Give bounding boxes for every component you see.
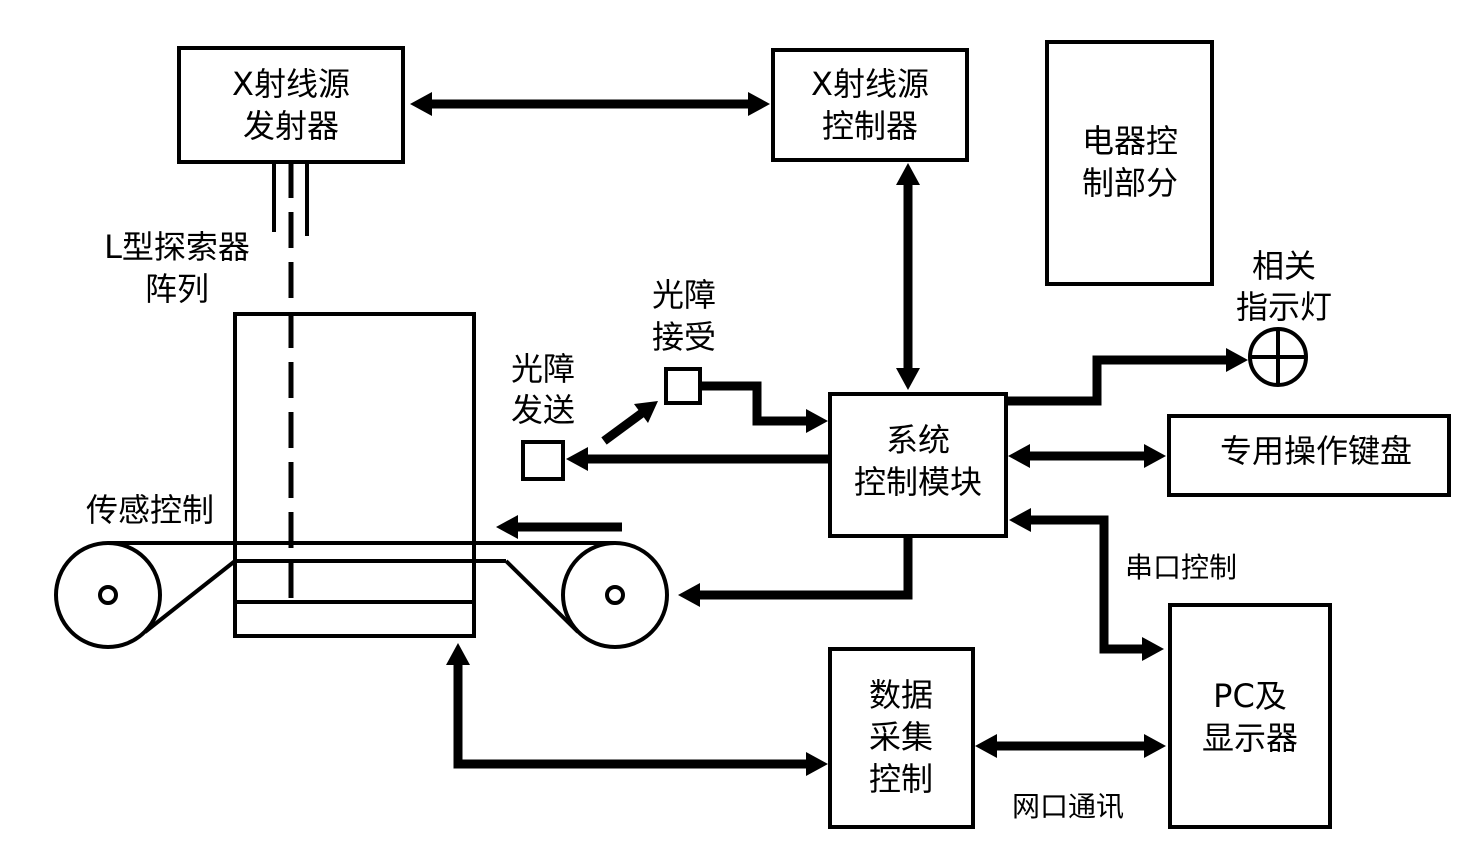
xray-controller-label-1: X射线源 [811, 65, 929, 103]
indicator-light: 相关 指示灯 [1236, 247, 1332, 387]
inspection-tunnel [233, 312, 476, 638]
light-barrier-send-label-1: 光障 [511, 350, 575, 388]
detector-array-label-1: L型探索器 [104, 228, 250, 266]
acquisition-pc-arrow [975, 734, 1166, 758]
keyboard-block: 专用操作键盘 [1167, 414, 1451, 497]
xray-beam [272, 162, 309, 602]
xray-emitter-label-2: 发射器 [243, 107, 339, 145]
system-to-conveyor-arrow [678, 536, 913, 607]
system-pc-serial-arrow [1009, 508, 1164, 661]
right-roller-axle [605, 585, 625, 605]
indicator-label-2: 指示灯 [1236, 288, 1332, 326]
light-barrier-receive-label-1: 光障 [652, 276, 716, 314]
light-barrier-receive-label-2: 接受 [652, 318, 716, 356]
light-barrier-receiver: 光障 接受 [652, 276, 716, 405]
system-keyboard-arrow [1008, 444, 1166, 468]
left-roller-axle [98, 585, 118, 605]
system-control-label-2: 控制模块 [854, 463, 982, 501]
controller-system-arrow [896, 163, 920, 390]
pc-display-label-2: 显示器 [1202, 719, 1298, 757]
data-acquisition-label-3: 控制 [869, 760, 933, 798]
barrier-diagonal-arrow [601, 401, 658, 445]
electrical-control-label-2: 制部分 [1082, 164, 1178, 202]
xray-emitter-label-1: X射线源 [232, 65, 350, 103]
emitter-controller-arrow [410, 92, 770, 116]
detector-array-label-2: 阵列 [145, 270, 209, 308]
electrical-control-block: 电器控 制部分 [1045, 40, 1214, 286]
system-control-label-1: 系统 [886, 421, 950, 459]
data-acquisition-label-2: 采集 [869, 718, 933, 756]
detector-acquisition-arrow [446, 643, 828, 776]
system-to-sender-arrow [566, 447, 830, 471]
serial-control-label: 串口控制 [1125, 551, 1237, 584]
receiver-to-system-arrow [700, 381, 828, 433]
indicator-label-1: 相关 [1252, 247, 1316, 285]
conveyor-belt [54, 541, 669, 649]
light-barrier-send-label-2: 发送 [511, 391, 575, 429]
xray-emitter-block: X射线源 发射器 [177, 46, 405, 164]
network-comm-label: 网口通讯 [1012, 790, 1124, 823]
light-barrier-sender: 光障 发送 [511, 350, 575, 481]
xray-controller-block: X射线源 控制器 [771, 48, 969, 162]
system-to-indicator-arrow [1006, 348, 1248, 406]
pc-display-block: PC及 显示器 [1168, 603, 1332, 829]
conveyor-direction-arrow [496, 515, 622, 539]
pc-display-label-1: PC及 [1213, 677, 1287, 715]
data-acquisition-label-1: 数据 [869, 676, 933, 714]
sensor-control-label: 传感控制 [86, 491, 214, 529]
electrical-control-label-1: 电器控 [1082, 122, 1178, 160]
xray-controller-label-2: 控制器 [822, 107, 918, 145]
keyboard-label: 专用操作键盘 [1220, 432, 1412, 470]
data-acquisition-block: 数据 采集 控制 [828, 647, 975, 829]
system-control-module: 系统 控制模块 [828, 392, 1008, 538]
